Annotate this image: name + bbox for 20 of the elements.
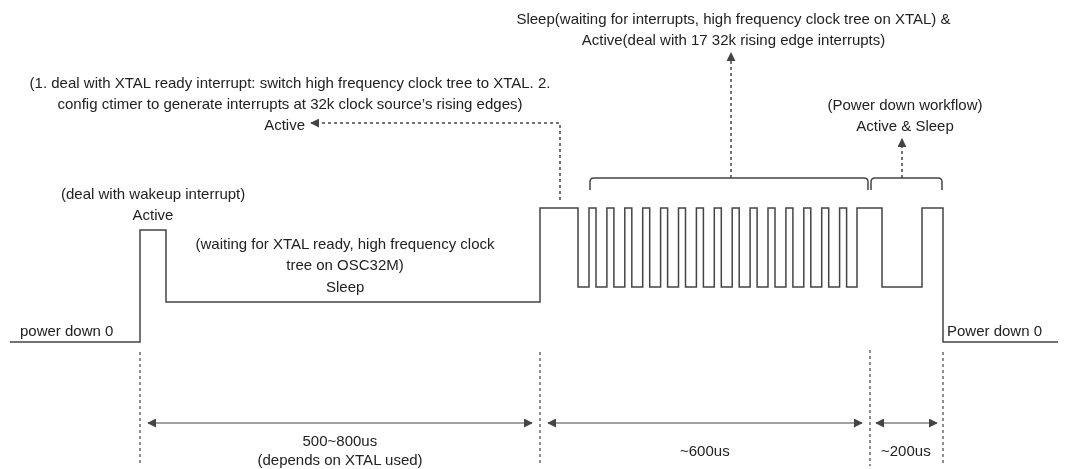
annotation-text: (1. deal with XTAL ready interrupt: switch high frequency clock tree to XTAL. 2. config ctimer to generate interrupts at 32k clock source’s rising edges): [28, 73, 552, 114]
dimension-label: 500~800us: [302, 431, 378, 451]
state-label: Sleep: [326, 277, 365, 297]
curly-bracket: [589, 177, 869, 191]
annotation-text: Sleep(waiting for interrupts, high frequency clock tree on XTAL) & Active(deal with 17 32k rising edge interrupts): [515, 9, 952, 50]
annotation-text: (waiting for XTAL ready, high frequency clock tree on OSC32M): [195, 234, 495, 275]
dimension-label: (depends on XTAL used): [257, 450, 423, 469]
state-label: Power down 0: [947, 321, 1043, 341]
curly-bracket: [870, 177, 943, 191]
annotation-text: Active & Sleep: [856, 116, 954, 136]
annotation-text: Active: [264, 115, 305, 135]
leader-arrow: [897, 138, 907, 179]
leader-arrow: [726, 52, 736, 179]
dimension-label: ~600us: [680, 441, 730, 461]
leader-arrow: [310, 118, 561, 201]
dimension-label: ~200us: [881, 441, 931, 461]
state-label: Active: [132, 205, 174, 225]
annotation-text: (Power down workflow): [827, 95, 983, 115]
state-label: power down 0: [20, 321, 114, 341]
annotation-text: (deal with wakeup interrupt): [61, 184, 246, 204]
